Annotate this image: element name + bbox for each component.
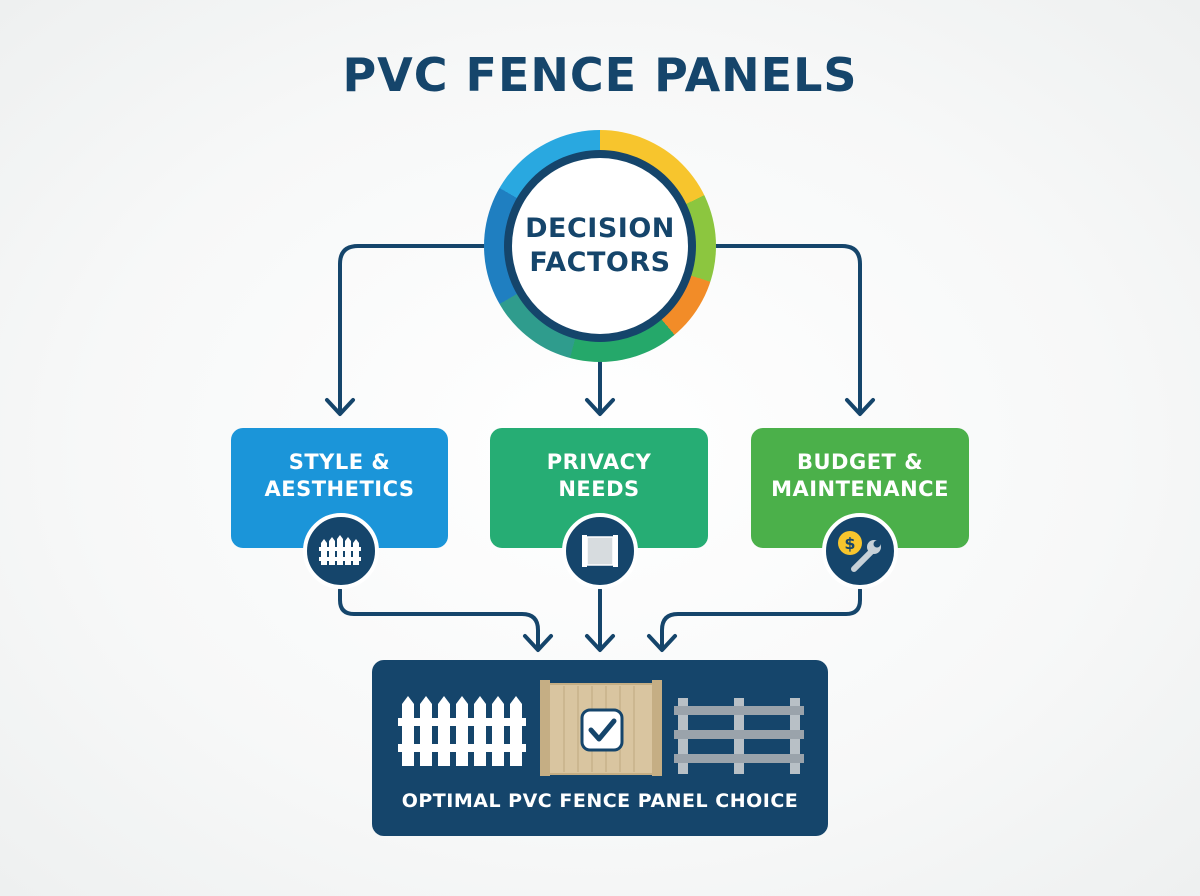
dollar-wrench-icon: $: [822, 513, 898, 589]
arrow-hub-to-style: [338, 244, 494, 414]
arrow-budget-to-result: [660, 588, 862, 650]
arrowhead-result-left: [523, 634, 553, 652]
privacy-fence-checked-icon: [540, 680, 662, 776]
factor-label: NEEDS: [558, 477, 640, 501]
factor-label: PRIVACY: [546, 450, 652, 474]
decision-factors-hub: DECISION FACTORS: [484, 130, 716, 362]
arrowhead-privacy: [585, 398, 615, 416]
privacy-panel-icon: [562, 513, 638, 589]
arrow-hub-to-budget: [706, 244, 862, 414]
factor-label: MAINTENANCE: [771, 477, 949, 501]
arrowhead-result-right: [647, 634, 677, 652]
arrowhead-budget: [845, 398, 875, 416]
arrow-style-to-result: [338, 588, 540, 650]
optimal-choice-panel: OPTIMAL PVC FENCE PANEL CHOICE: [372, 660, 828, 836]
picket-fence-icon: [303, 513, 379, 589]
hub-label-line1: DECISION: [525, 213, 675, 244]
diagram-title: PVC FENCE PANELS: [342, 48, 858, 102]
rail-fence-icon: [674, 698, 804, 774]
factor-label: BUDGET &: [796, 450, 924, 474]
picket-fence-icon: [398, 696, 526, 766]
arrowhead-style: [325, 398, 355, 416]
factor-label: AESTHETICS: [264, 477, 415, 501]
result-label: OPTIMAL PVC FENCE PANEL CHOICE: [401, 790, 799, 812]
hub-label-line2: FACTORS: [529, 247, 671, 278]
arrowhead-result-center: [585, 634, 615, 652]
factor-label: STYLE &: [288, 450, 391, 474]
factor-privacy-needs: PRIVACY NEEDS: [490, 428, 708, 548]
svg-text:$: $: [844, 534, 855, 553]
